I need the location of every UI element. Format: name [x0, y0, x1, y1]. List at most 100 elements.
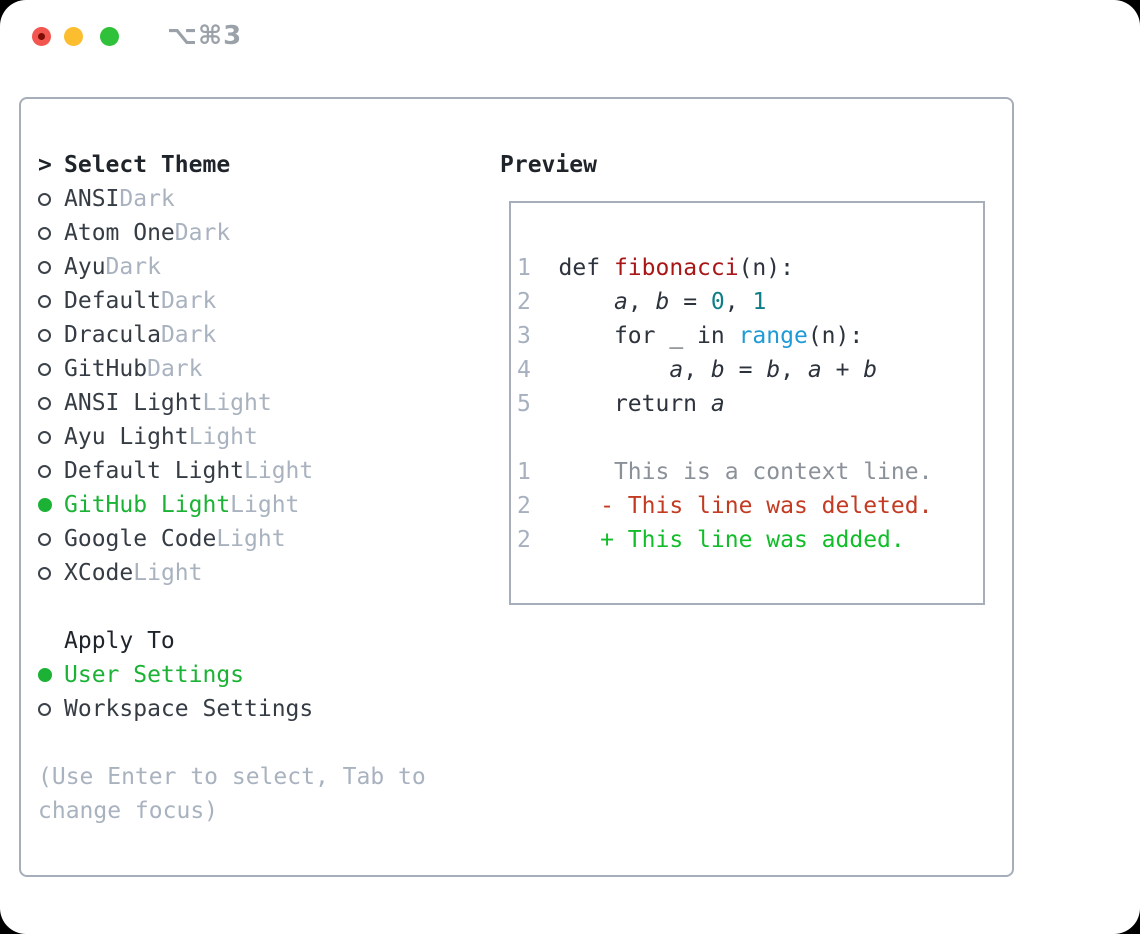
theme-option[interactable]: ANSI Light Light [38, 386, 426, 420]
radio-unselected-icon [38, 362, 51, 376]
code-token: , [780, 357, 808, 383]
radio-marker [38, 192, 64, 206]
hint-line: (Use Enter to select, Tab to [38, 764, 426, 790]
theme-option-tag: Dark [105, 254, 161, 280]
theme-list-title: Select Theme [64, 152, 231, 178]
theme-option-tag: Dark [160, 322, 217, 348]
theme-option[interactable]: GitHub Dark [38, 352, 426, 386]
code-token: 0 [710, 289, 725, 315]
radio-marker [38, 396, 64, 410]
code-token: + This line was added. [530, 527, 905, 553]
radio-unselected-icon [38, 294, 51, 308]
code-token: , [683, 357, 711, 383]
theme-option-label: Default [64, 288, 161, 314]
theme-option[interactable]: Google Code Light [38, 522, 426, 556]
theme-option-tag: Light [202, 390, 272, 416]
diff-line: 1 This is a context line. [517, 455, 983, 489]
theme-option[interactable]: Dracula Dark [38, 318, 426, 352]
theme-option[interactable]: XCode Light [38, 556, 426, 590]
apply-option-label: User Settings [64, 662, 245, 688]
code-token [531, 357, 669, 383]
theme-option-label: Default Light [64, 458, 245, 484]
theme-option-label: XCode [64, 560, 134, 586]
unsaved-dot-icon [38, 33, 45, 40]
theme-option-tag: Dark [119, 186, 175, 212]
radio-unselected-icon [38, 464, 51, 478]
radio-marker [38, 260, 64, 274]
theme-option[interactable]: Ayu Light Light [38, 420, 426, 454]
apply-option[interactable]: Workspace Settings [38, 692, 426, 726]
close-button[interactable] [32, 27, 51, 46]
code-token: fibonacci [613, 255, 739, 281]
theme-option-label: Ayu Light [64, 424, 189, 450]
code-token: a [807, 357, 822, 383]
code-token: This is a context line. [530, 459, 933, 485]
radio-unselected-icon [38, 430, 51, 444]
theme-option[interactable]: Default Dark [38, 284, 426, 318]
theme-option-label: Google Code [64, 526, 217, 552]
radio-marker [38, 498, 64, 512]
theme-option-tag: Dark [160, 288, 217, 314]
apply-to-header: Apply To [38, 624, 426, 658]
radio-unselected-icon [38, 396, 51, 410]
theme-option-tag: Light [244, 458, 314, 484]
code-token: range [738, 323, 808, 349]
blank-line [517, 421, 983, 455]
line-number: 3 [517, 323, 531, 349]
code-token: + [821, 357, 864, 383]
theme-option[interactable]: GitHub Light Light [38, 488, 426, 522]
code-line: 4 a, b = b, a + b [517, 353, 983, 387]
code-token: , [627, 289, 656, 315]
theme-option[interactable]: Atom One Dark [38, 216, 426, 250]
radio-unselected-icon [38, 328, 51, 342]
zoom-button[interactable] [100, 27, 119, 46]
radio-marker [38, 328, 64, 342]
theme-option[interactable]: ANSI Dark [38, 182, 426, 216]
radio-marker [38, 532, 64, 546]
code-token: = [724, 357, 767, 383]
apply-option[interactable]: User Settings [38, 658, 426, 692]
spacer-row [38, 590, 426, 624]
code-token: b [863, 357, 878, 383]
theme-option-tag: Light [133, 560, 203, 586]
code-line: 3 for _ in range(n): [517, 319, 983, 353]
code-token: (n): [738, 255, 794, 281]
theme-option-tag: Dark [174, 220, 231, 246]
theme-option-label: ANSI [64, 186, 120, 212]
radio-marker [38, 362, 64, 376]
theme-option-label: GitHub [64, 356, 148, 382]
code-token: for _ in [530, 323, 739, 349]
line-number: 5 [517, 391, 531, 417]
code-token: (n): [807, 323, 864, 349]
diff-line: 2 + This line was added. [517, 523, 983, 557]
line-number: 2 [517, 527, 531, 553]
spacer-row [38, 726, 426, 760]
radio-unselected-icon [38, 226, 51, 240]
theme-option[interactable]: Default Light Light [38, 454, 426, 488]
code-token: a [710, 391, 725, 417]
code-token: b [766, 357, 781, 383]
theme-list-header: > Select Theme [38, 148, 426, 182]
code-token [531, 289, 614, 315]
minimize-button[interactable] [64, 27, 83, 46]
theme-option-tag: Dark [147, 356, 203, 382]
code-token: a [669, 357, 684, 383]
code-line: 5 return a [517, 387, 983, 421]
theme-option[interactable]: Ayu Dark [38, 250, 426, 284]
diff-line: 2 - This line was deleted. [517, 489, 983, 523]
radio-unselected-icon [38, 192, 51, 206]
radio-marker [38, 464, 64, 478]
code-token: def [530, 255, 614, 281]
radio-unselected-icon [38, 702, 51, 716]
code-token: - This line was deleted. [530, 493, 933, 519]
theme-option-tag: Light [230, 492, 300, 518]
theme-option-label: GitHub Light [64, 492, 231, 518]
code-token: a [613, 289, 628, 315]
theme-option-label: Ayu [64, 254, 106, 280]
code-token: return [530, 391, 711, 417]
code-token: 1 [752, 289, 767, 315]
code-token: b [710, 357, 725, 383]
